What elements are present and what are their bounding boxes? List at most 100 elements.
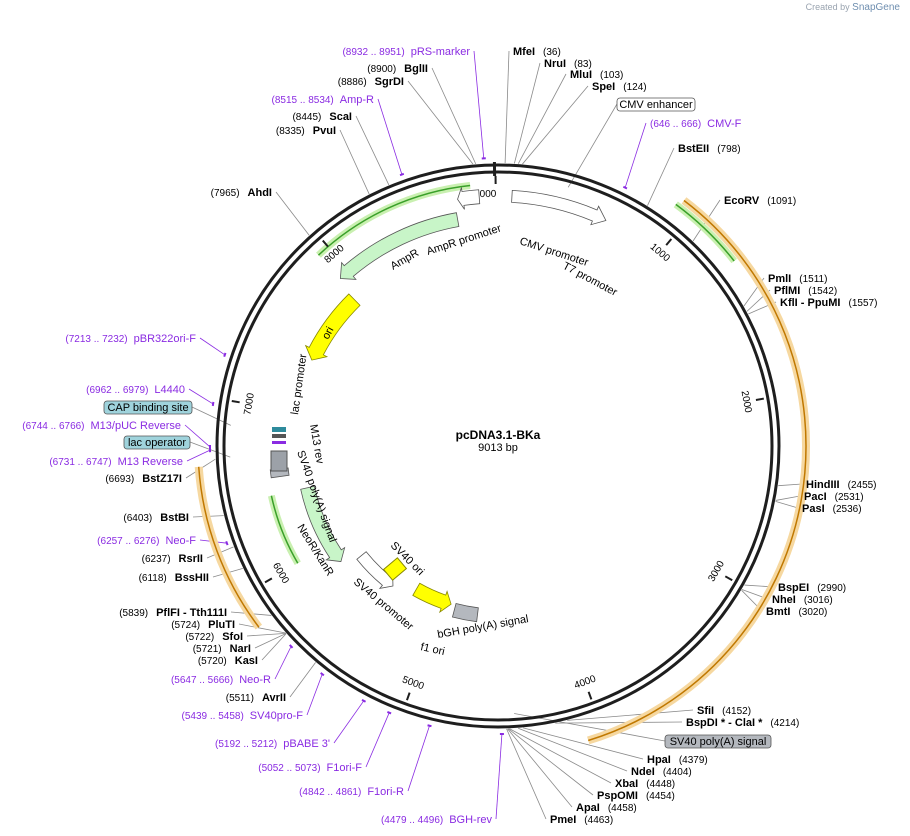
primer-leader: [495, 733, 503, 820]
site-ndei[interactable]: NdeI(4404): [631, 766, 692, 778]
primer-pbr322ori-f[interactable]: pBR322ori-F(7213 .. 7232): [65, 333, 196, 345]
tick-mark: [587, 691, 593, 700]
site-sfoi[interactable]: SfoI (5722): [185, 631, 243, 643]
site-pflmi[interactable]: PflMI(1542): [774, 285, 837, 297]
site-bspei[interactable]: BspEI(2990): [778, 582, 846, 594]
site-pmei[interactable]: PmeI(4463): [550, 814, 613, 826]
primer-cmv-f[interactable]: (646 .. 666)CMV-F: [650, 118, 742, 130]
primer-bgh-rev[interactable]: BGH-rev(4479 .. 4496): [381, 814, 493, 826]
primer-leader: [365, 712, 390, 768]
site-position: (36): [543, 47, 561, 58]
site-position: (5722): [185, 632, 214, 643]
site-name: BstZ17I: [142, 473, 182, 485]
site-bspdi-clai-[interactable]: BspDI * - ClaI *(4214): [686, 717, 799, 729]
primer-f1ori-r[interactable]: F1ori-R(4842 .. 4861): [299, 786, 404, 798]
primer-leader: [473, 50, 485, 159]
tick-mark: [665, 238, 673, 246]
site-name: BspDI * - ClaI *: [686, 717, 763, 729]
site-leader: [778, 483, 803, 487]
site-pasi[interactable]: PasI(2536): [802, 503, 862, 515]
site-ecorv[interactable]: EcoRV(1091): [724, 195, 796, 207]
site-bstz17i[interactable]: BstZ17I(6693): [105, 473, 182, 485]
boxed-cap-binding-site[interactable]: CAP binding site: [103, 400, 193, 415]
feature-f1-ori[interactable]: [412, 582, 452, 614]
site-name: AhdI: [248, 187, 272, 199]
site-leader: [289, 662, 316, 698]
boxed-lac-operator[interactable]: lac operator: [123, 435, 191, 450]
site-name: NdeI: [631, 766, 655, 778]
site-scai[interactable]: ScaI(8445): [292, 111, 352, 123]
site-nrui[interactable]: NruI(83): [544, 58, 592, 70]
site-pmli[interactable]: PmlI(1511): [768, 273, 827, 285]
primers[interactable]: pRS-marker(8932 .. 8951) Amp-R (8515 .. 85…: [22, 46, 741, 826]
primer-range: (8515 .. 8534): [272, 95, 334, 106]
site-pvui[interactable]: PvuI(8335): [276, 125, 336, 137]
site-pflfi-tth111i[interactable]: PflFI - Tth111I(5839): [119, 607, 227, 619]
primer-neo-f[interactable]: Neo-F(6257 .. 6276): [97, 535, 196, 547]
feature-ampr-promoter[interactable]: [457, 187, 481, 210]
site-mfei[interactable]: MfeI(36): [513, 46, 561, 58]
site-pspomi[interactable]: PspOMI(4454): [597, 790, 675, 802]
site-nari[interactable]: NarI(5721): [193, 643, 251, 655]
credit-brand: SnapGene: [852, 2, 900, 13]
site-bsteii[interactable]: BstEII(798): [678, 143, 741, 155]
site-sgrdi[interactable]: SgrDI(8886): [338, 76, 404, 88]
feature-cmv-promoter[interactable]: [511, 189, 607, 226]
site-kfli-ppumi[interactable]: KflI - PpuMI(1557): [780, 297, 877, 309]
site-bstbi[interactable]: BstBI(6403): [123, 512, 189, 524]
site-kasi[interactable]: KasI(5720): [198, 655, 258, 667]
primer-mark: [223, 352, 227, 358]
tick-label: 3000: [706, 559, 727, 584]
primer-name: F1ori-R: [367, 786, 404, 798]
site-name: ScaI: [329, 111, 352, 123]
primer-prs-marker[interactable]: pRS-marker(8932 .. 8951): [342, 46, 470, 58]
primer-mark: [387, 710, 392, 715]
site-leader: [355, 115, 390, 186]
feature-neor-kanr[interactable]: [300, 485, 346, 562]
boxed-sv40-poly-a-signal[interactable]: SV40 poly(A) signal: [664, 734, 772, 749]
restriction-sites[interactable]: MfeI(36)NruI(83)MluI(103)SpeI(124) BstEII…: [105, 46, 877, 826]
site-hindiii[interactable]: HindIII(2455): [806, 479, 877, 491]
site-bmti[interactable]: BmtI(3020): [766, 606, 827, 618]
primer-name: Amp-R: [340, 94, 374, 106]
sv40-ori-block: [382, 557, 408, 581]
site-nhei[interactable]: NheI(3016): [772, 594, 833, 606]
site-spei[interactable]: SpeI(124): [592, 81, 647, 93]
primer-m13-reverse[interactable]: M13 Reverse(6731 .. 6747): [49, 456, 183, 468]
primer-neo-r[interactable]: Neo-R(5647 .. 5666): [171, 674, 271, 686]
boxed-cmv-enhancer[interactable]: CMV enhancer: [616, 97, 696, 112]
site-hpai[interactable]: HpaI(4379): [647, 754, 708, 766]
tick-label: 1000: [648, 242, 672, 265]
feature-bgh-poly-a-signal[interactable]: [451, 603, 479, 623]
site-mlui[interactable]: MluI(103): [570, 69, 623, 81]
site-sfii[interactable]: SfiI(4152): [697, 705, 751, 717]
site-pluti[interactable]: PluTI(5724): [171, 619, 235, 631]
primer-pbabe-3-[interactable]: pBABE 3'(5192 .. 5212): [215, 738, 330, 750]
site-leader: [261, 633, 287, 661]
primer-l4440[interactable]: L4440(6962 .. 6979): [86, 384, 185, 396]
feature-ori[interactable]: [304, 293, 361, 361]
primer-leader: [199, 337, 226, 356]
site-position: (8886): [338, 77, 367, 88]
site-ahdi[interactable]: AhdI(7965): [211, 187, 272, 199]
feature-ampr[interactable]: [339, 212, 460, 280]
primer-m13-puc-reverse[interactable]: M13/pUC Reverse(6744 .. 6766): [22, 420, 181, 432]
primer-sv40pro-f[interactable]: SV40pro-F(5439 .. 5458): [182, 710, 304, 722]
site-rsrii[interactable]: RsrII(6237): [142, 553, 203, 565]
primer-f1ori-f[interactable]: F1ori-F(5052 .. 5073): [258, 762, 362, 774]
site-position: (5721): [193, 644, 222, 655]
site-name: BspEI: [778, 582, 809, 594]
site-xbai[interactable]: XbaI(4448): [615, 778, 675, 790]
site-paci[interactable]: PacI(2531): [804, 491, 864, 503]
feature-label: CMV promoter: [518, 235, 590, 269]
site-name: SfoI: [222, 631, 243, 643]
site-avrii[interactable]: AvrII(5511): [226, 692, 286, 704]
site-name: PmlI: [768, 273, 791, 285]
site-apai[interactable]: ApaI(4458): [576, 802, 637, 814]
site-name: NheI: [772, 594, 796, 606]
site-bsshii[interactable]: BssHII(6118): [139, 572, 209, 584]
box-text: lac operator: [128, 437, 186, 449]
site-bglii[interactable]: BglII(8900): [367, 63, 428, 75]
primer-amp-r[interactable]: Amp-R (8515 .. 8534): [272, 94, 375, 106]
